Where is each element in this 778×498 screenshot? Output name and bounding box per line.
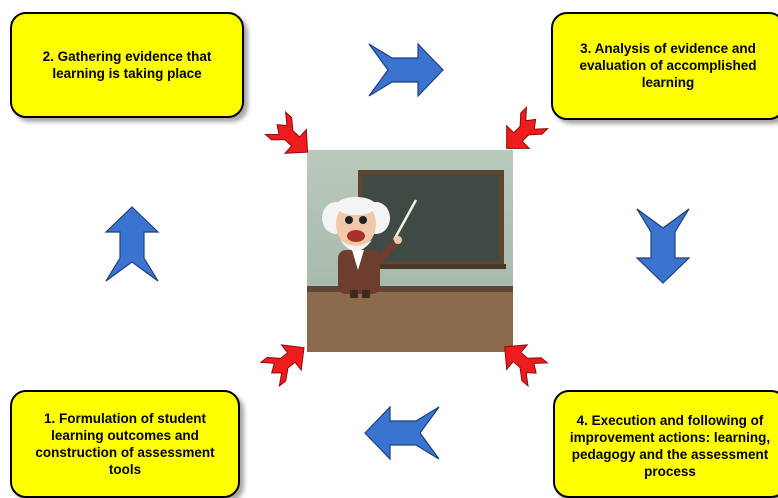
step-3-text: 3. Analysis of evidence and evaluation o…	[579, 41, 757, 90]
pointer-stick-icon	[392, 199, 418, 241]
red-link-arrow-top-left-icon	[264, 110, 309, 154]
red-link-arrow-top-right-icon	[506, 106, 549, 149]
red-link-arrow-bottom-right-icon	[504, 344, 549, 388]
step-4-text: 4. Execution and following of improvemen…	[569, 413, 771, 479]
step-4-box: 4. Execution and following of improvemen…	[553, 390, 778, 498]
professor-icon	[322, 197, 402, 298]
step-2-box: 2. Gathering evidence that learning is t…	[10, 12, 244, 118]
step-3-box: 3. Analysis of evidence and evaluation o…	[551, 12, 778, 120]
bottom-blue-arrow-icon	[364, 405, 440, 461]
right-blue-arrow-icon	[635, 208, 691, 284]
teacher-illustration	[307, 150, 513, 352]
red-link-arrow-bottom-left-icon	[259, 344, 305, 388]
step-1-box: 1. Formulation of student learning outco…	[10, 390, 240, 498]
step-1-text: 1. Formulation of student learning outco…	[35, 411, 215, 477]
step-2-text: 2. Gathering evidence that learning is t…	[42, 49, 212, 81]
top-blue-arrow-icon	[368, 42, 444, 98]
left-blue-arrow-icon	[104, 206, 160, 282]
